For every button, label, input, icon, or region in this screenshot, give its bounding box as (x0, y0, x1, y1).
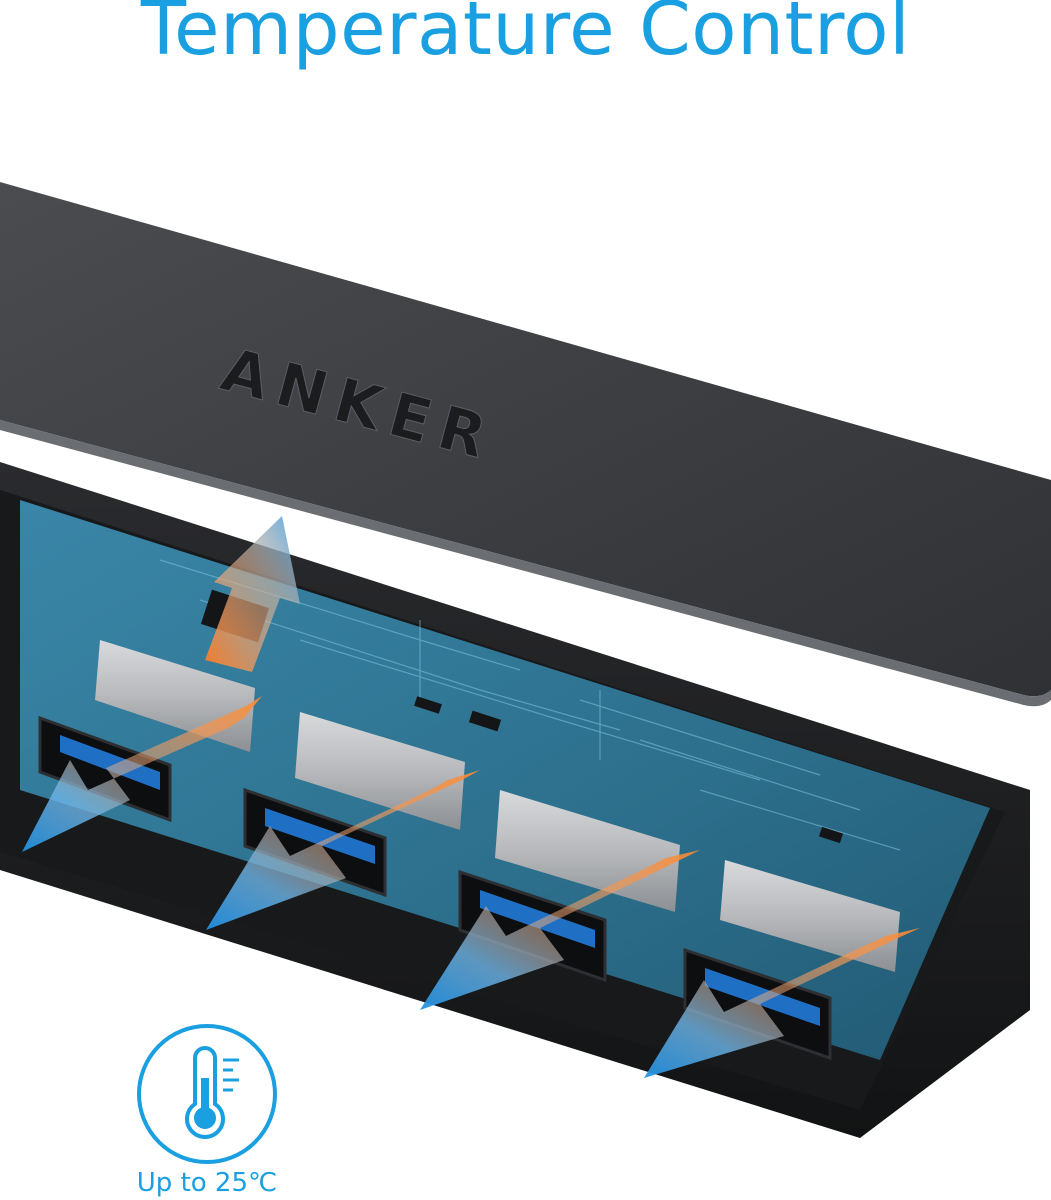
headline: Temperature Control (140, 0, 911, 72)
thermometer-icon (137, 1024, 277, 1164)
usb-port-2 (243, 787, 387, 898)
cool-arrow-3 (420, 850, 700, 1010)
cool-arrow-1 (22, 696, 262, 852)
airflow-arrows (22, 516, 920, 1078)
hub-lid: ANKER (0, 182, 1051, 707)
temperature-caption: Up to 25℃ (136, 1168, 278, 1198)
heat-up-arrow (205, 516, 300, 672)
usb-port-1 (38, 715, 172, 823)
cool-arrow-4 (644, 928, 920, 1078)
cool-arrow-2 (206, 770, 480, 930)
